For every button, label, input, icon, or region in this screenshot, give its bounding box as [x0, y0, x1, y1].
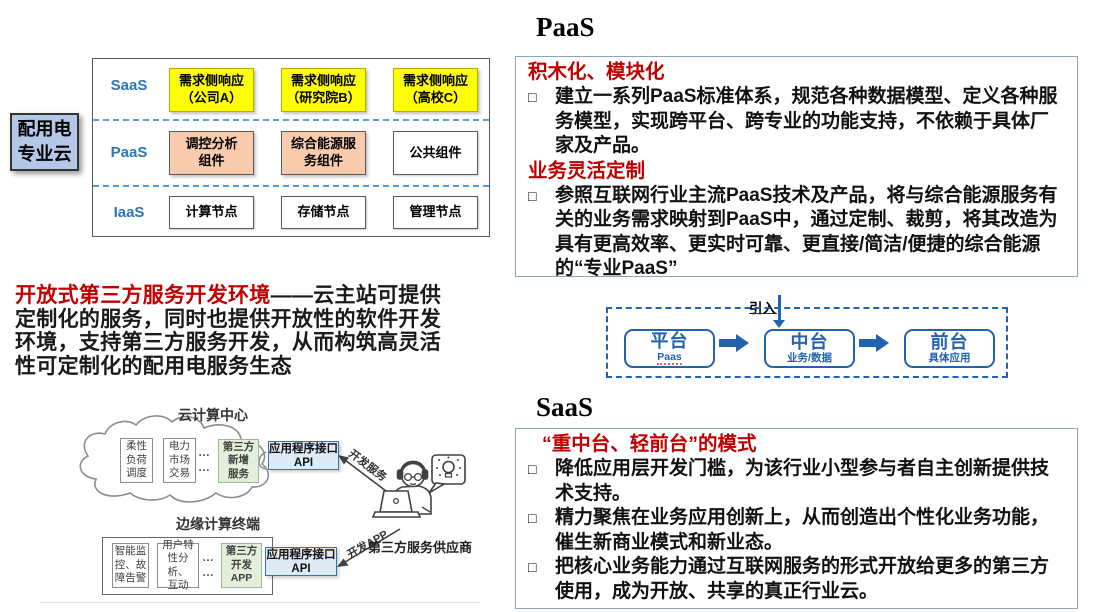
flow-node-platform-title: 平台 [650, 331, 689, 351]
cloud-stack-diagram: SaaS PaaS IaaS 需求侧响应 （公司A） 需求侧响应 （研究院B） … [92, 58, 490, 237]
bullet-square-icon: □ [528, 559, 537, 575]
layer-label-saas: SaaS [110, 77, 148, 94]
paas-bullet-1: □ 建立一系列PaaS标准体系，规范各种数据模型、定义各种服务模型，实现跨平台、… [528, 85, 1065, 159]
open-env-highlight: 开放式第三方服务开发环境 [15, 284, 271, 307]
api-box-cloud: 应用程序接口 API [268, 441, 339, 470]
speech-bubble-lightbulb-icon [428, 454, 466, 494]
cloud-box-power-market: 电力 市场 交易 [163, 438, 196, 483]
third-party-provider-label: 第三方服务供应商 [368, 540, 473, 555]
bottom-divider-line [40, 602, 480, 603]
saas-cell-company-a: 需求侧响应 （公司A） [169, 68, 254, 112]
api-label-text: 应用程序接口 [269, 442, 338, 455]
saas-cell-institute-b: 需求侧响应 （研究院B） [281, 68, 366, 112]
paas-title: PaaS [536, 12, 595, 42]
api-label-abbr: API [291, 562, 311, 575]
bullet-square-icon: □ [528, 89, 537, 105]
dashed-separator-paas-iaas [93, 185, 489, 187]
paas-cell-energy-service: 综合能源服 务组件 [281, 131, 366, 175]
api-label-abbr: API [293, 456, 314, 469]
cloud-box-flexible-load: 柔性 负荷 调度 [120, 438, 153, 483]
saas-bullet-3-text: 把核心业务能力通过互联网服务的形式开放给更多的第三方使用，成为开放、共享的真正行… [555, 556, 1050, 602]
saas-bullet-3: □ 把核心业务能力通过互联网服务的形式开放给更多的第三方使用，成为开放、共享的真… [528, 555, 1065, 604]
side-label-line2: 专业云 [17, 144, 72, 164]
saas-bullet-2: □ 精力聚焦在业务应用创新上，从而创造出个性化业务功能，催生新商业模式和新业态。 [528, 506, 1065, 555]
edge-box-third-party-app: 第三方 开发 APP [221, 543, 262, 588]
cloud-box-third-party-service: 第三方 新增 服务 [218, 439, 259, 483]
intro-underline [749, 313, 777, 314]
flow-node-front: 前台 具体应用 [904, 329, 995, 368]
paas-bullet-2-text: 参照互联网行业主流PaaS技术及产品，将与综合能源服务有关的业务需求映射到Paa… [555, 184, 1058, 280]
flow-node-front-subtitle: 具体应用 [928, 352, 971, 364]
flow-node-middle: 中台 业务/数据 [764, 329, 855, 368]
saas-detail-box: “重中台、轻前台”的模式 □ 降低应用层开发门槛，为该行业小型参与者自主创新提供… [515, 428, 1078, 609]
api-label-text: 应用程序接口 [266, 548, 336, 561]
bullet-square-icon: □ [528, 187, 537, 204]
cloud-ellipsis: … … [198, 445, 210, 474]
flow-node-front-title: 前台 [930, 332, 969, 352]
paas-bullet-1-text: 建立一系列PaaS标准体系，规范各种数据模型、定义各种服务模型，实现跨平台、跨专… [555, 86, 1058, 156]
arrow-develop-app [337, 528, 401, 567]
flow-arrow-2-icon [859, 334, 889, 352]
open-env-body: ——云主站可提供 定制化的服务，同时也提供开放性的软件开发 环境，支持第三方服务… [15, 284, 442, 378]
paas-heading-flexible: 业务灵活定制 [528, 159, 646, 182]
paas-cell-dispatch-analysis: 调控分析 组件 [169, 131, 254, 175]
developer-ecosystem-diagram: 云计算中心 柔性 负荷 调度 电力 市场 交易 … … 第三方 新增 服务 应用… [30, 395, 500, 612]
api-box-edge: 应用程序接口 API [265, 547, 337, 576]
flow-node-middle-title: 中台 [790, 332, 829, 352]
side-label-professional-cloud: 配用电 专业云 [10, 113, 79, 171]
cloud-center-title: 云计算中心 [178, 407, 248, 423]
edge-ellipsis: … … [202, 550, 214, 579]
iaas-cell-storage-node: 存储节点 [281, 196, 366, 229]
bullet-square-icon: □ [528, 461, 537, 477]
layer-label-paas: PaaS [110, 144, 148, 161]
arrow-develop-service [338, 455, 391, 495]
intro-down-arrow-head [773, 320, 785, 328]
saas-title: SaaS [536, 392, 594, 422]
iaas-cell-compute-node: 计算节点 [169, 196, 254, 229]
edge-terminal-title: 边缘计算终端 [176, 516, 260, 532]
flow-node-platform: 平台 Paas [624, 329, 715, 368]
flow-arrow-1-icon [719, 334, 749, 352]
paas-heading-modular: 积木化、模块化 [528, 61, 665, 83]
saas-bullet-1: □ 降低应用层开发门槛，为该行业小型参与者自主创新提供技术支持。 [528, 457, 1065, 506]
edge-box-smart-monitor: 智能监 控、故 障告警 [112, 543, 149, 588]
layer-label-iaas: IaaS [113, 204, 145, 221]
paas-cell-common-components: 公共组件 [393, 131, 478, 175]
flow-node-platform-subtitle: Paas [657, 351, 682, 365]
paas-bullet-2: □ 参照互联网行业主流PaaS技术及产品，将与综合能源服务有关的业务需求映射到P… [528, 184, 1065, 282]
saas-bullet-1-text: 降低应用层开发门槛，为该行业小型参与者自主创新提供技术支持。 [555, 458, 1050, 504]
saas-heading-mode: “重中台、轻前台”的模式 [542, 433, 757, 455]
flow-node-middle-subtitle: 业务/数据 [787, 352, 832, 364]
side-label-line1: 配用电 [17, 119, 72, 139]
laptop-icon [371, 490, 431, 518]
paas-detail-box: 积木化、模块化 □ 建立一系列PaaS标准体系，规范各种数据模型、定义各种服务模… [515, 56, 1078, 279]
edge-box-user-analysis: 用户特 性分析、 互动 [157, 539, 199, 591]
platform-flow-diagram: 平台 Paas 中台 业务/数据 前台 具体应用 [606, 307, 1008, 378]
bullet-square-icon: □ [528, 510, 537, 526]
saas-cell-college-c: 需求侧响应 （高校C） [393, 68, 478, 112]
saas-bullet-2-text: 精力聚焦在业务应用创新上，从而创造出个性化业务功能，催生新商业模式和新业态。 [555, 507, 1050, 553]
dashed-separator-saas-paas [93, 119, 489, 121]
open-third-party-paragraph: 开放式第三方服务开发环境——云主站可提供 定制化的服务，同时也提供开放性的软件开… [15, 284, 499, 378]
iaas-cell-manage-node: 管理节点 [393, 196, 478, 229]
